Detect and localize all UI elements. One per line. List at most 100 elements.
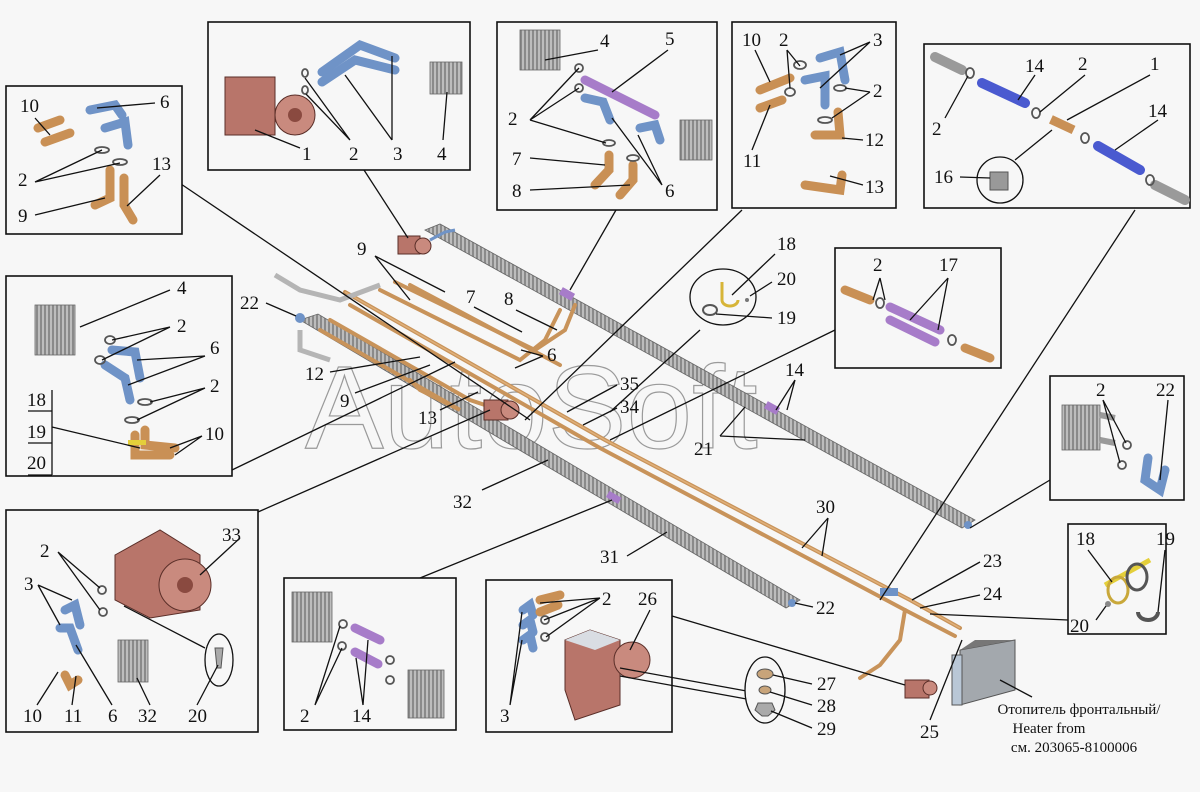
label-17: 17 — [939, 255, 958, 276]
callout-7: 7 — [466, 287, 476, 308]
lock-washer-28 — [758, 685, 772, 695]
callout-14: 14 — [785, 360, 805, 381]
hose-5-main — [558, 287, 576, 301]
label-3: 3 — [500, 706, 510, 727]
callout-34: 34 — [620, 397, 640, 418]
inset-heater-top: 1 2 3 4 — [207, 21, 471, 239]
label-4: 4 — [177, 278, 187, 299]
label-2b: 2 — [210, 376, 220, 397]
bracket-18 — [720, 282, 740, 308]
callout-22b: 22 — [816, 598, 835, 619]
label-3: 3 — [393, 144, 403, 165]
screw-20-detail — [1105, 601, 1111, 607]
inset-radiator-14: 2 14 — [283, 499, 613, 731]
pipe-9 — [408, 283, 562, 367]
inset-bracket-circle: 18 20 19 — [609, 234, 796, 413]
label-11: 11 — [743, 151, 761, 172]
label-22: 22 — [1156, 380, 1175, 401]
radiator-upper — [424, 223, 976, 529]
inset-elbow-set: 10 2 3 2 11 12 13 — [524, 21, 897, 421]
label-2: 2 — [18, 170, 28, 191]
label-2: 2 — [349, 144, 359, 165]
label-1: 1 — [1150, 54, 1160, 75]
label-4: 4 — [600, 31, 610, 52]
label-2: 2 — [300, 706, 310, 727]
heater-1-fan — [414, 237, 432, 255]
label-19: 19 — [27, 422, 46, 443]
endcap-22-lower — [788, 599, 796, 607]
callout-9a: 9 — [357, 239, 367, 260]
pipe-25 — [858, 608, 907, 680]
label-1: 1 — [302, 144, 312, 165]
label-10: 10 — [23, 706, 42, 727]
callout-12: 12 — [305, 364, 324, 385]
label-2: 2 — [508, 109, 518, 130]
inset-left-mid: 4 2 6 2 18 19 20 10 — [5, 275, 456, 477]
detail-circle-16 — [976, 156, 1024, 204]
callout-25: 25 — [920, 722, 939, 743]
label-5: 5 — [665, 29, 675, 50]
label-13: 13 — [152, 154, 171, 175]
label-4: 4 — [437, 144, 447, 165]
label-12: 12 — [865, 130, 884, 151]
tee-1 — [1049, 115, 1076, 135]
label-2: 2 — [1096, 380, 1106, 401]
label-11: 11 — [64, 706, 82, 727]
main-assembly — [273, 223, 1016, 706]
main-callouts: 9 22 7 8 6 12 9 13 35 34 14 21 32 31 30 … — [240, 239, 1003, 743]
label-20: 20 — [1070, 616, 1089, 637]
callout-30: 30 — [816, 497, 835, 518]
inset-end-cap: 2 22 — [969, 375, 1185, 529]
label-8: 8 — [512, 181, 522, 202]
label-2: 2 — [873, 255, 883, 276]
hose-17a — [885, 302, 945, 335]
endcap-22-detail — [1140, 453, 1170, 498]
label-6: 6 — [160, 92, 170, 113]
label-14b: 14 — [1148, 101, 1168, 122]
pipe-9b — [318, 328, 461, 412]
radiator-lower — [299, 313, 801, 609]
label-3: 3 — [873, 30, 883, 51]
callout-9b: 9 — [340, 391, 350, 412]
caption-line-2: Heater from — [1013, 721, 1086, 737]
label-26: 26 — [638, 589, 657, 610]
label-19: 19 — [777, 308, 796, 329]
label-29: 29 — [817, 719, 836, 740]
inset-tee-set: 14 2 1 2 14 16 — [879, 43, 1191, 601]
inset-heater-26: 2 26 3 — [485, 579, 906, 733]
hose-5-detail — [580, 75, 660, 120]
heater-33-fan — [500, 400, 520, 420]
endcap-22-upper — [964, 521, 972, 529]
hose-14b — [1093, 141, 1145, 175]
label-6: 6 — [665, 181, 675, 202]
label-20: 20 — [777, 269, 796, 290]
label-14a: 14 — [1025, 56, 1045, 77]
label-14: 14 — [352, 706, 372, 727]
callout-22: 22 — [240, 293, 259, 314]
label-2a: 2 — [779, 30, 789, 51]
label-2a: 2 — [1078, 54, 1088, 75]
label-10: 10 — [20, 96, 39, 117]
hose-blue-right — [880, 588, 898, 596]
label-13: 13 — [865, 177, 884, 198]
inset-hardware: 27 28 29 — [619, 656, 836, 740]
label-2b: 2 — [932, 119, 942, 140]
screw-20 — [745, 298, 749, 302]
label-27: 27 — [817, 674, 836, 695]
label-33: 33 — [222, 525, 241, 546]
hose-14-main — [763, 401, 781, 415]
callout-24: 24 — [983, 584, 1003, 605]
label-2: 2 — [602, 589, 612, 610]
hose-lower-main — [605, 490, 622, 504]
label-16: 16 — [934, 167, 953, 188]
label-20: 20 — [27, 453, 46, 474]
callout-13: 13 — [418, 408, 437, 429]
label-9: 9 — [18, 206, 28, 227]
label-10: 10 — [205, 424, 224, 445]
elbow-3b — [800, 70, 830, 110]
callout-31: 31 — [600, 547, 619, 568]
label-3: 3 — [24, 574, 34, 595]
endcap-22-left — [295, 313, 305, 323]
